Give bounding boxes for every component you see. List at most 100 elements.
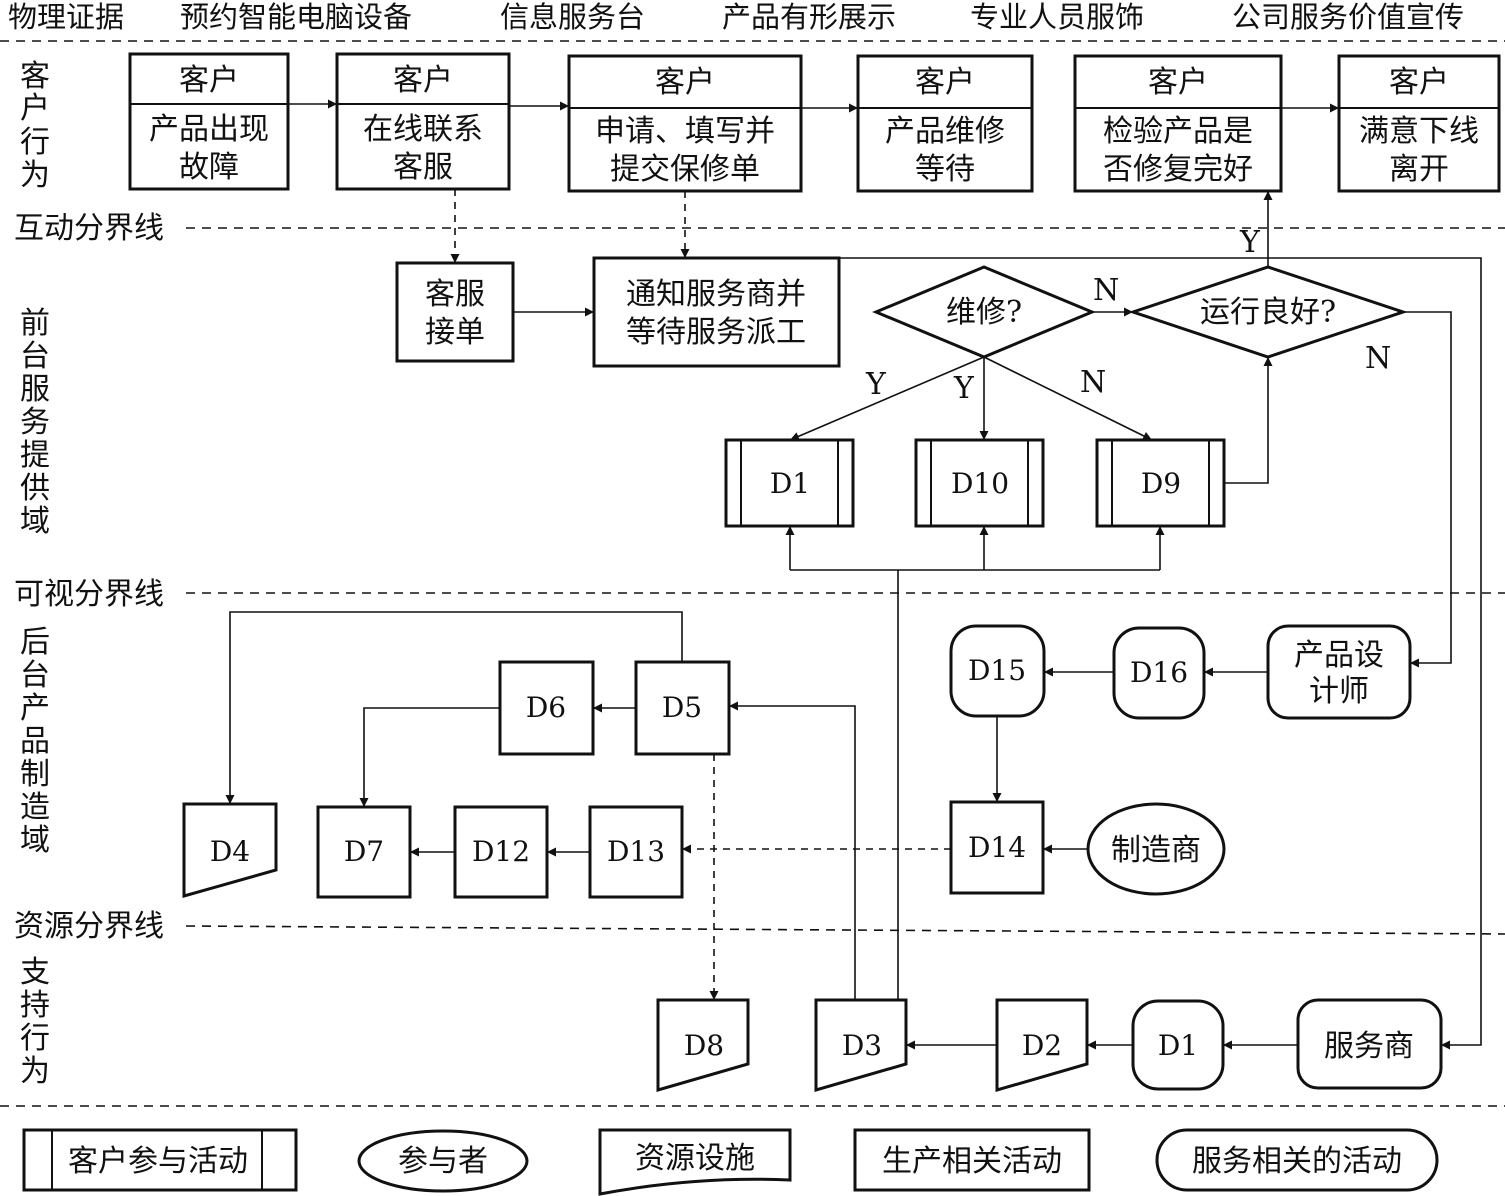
front-d9-label: D9 [1141, 467, 1181, 500]
step-text: 满意下线 [1359, 114, 1479, 149]
lane-char: 产 [20, 691, 50, 726]
lane-char: 造 [20, 790, 50, 825]
lane-char: 行 [20, 1021, 50, 1056]
customer-step-5: 客户 检验产品是 否修复完好 [1073, 54, 1283, 193]
step-head: 客户 [179, 63, 239, 98]
step-head: 客户 [1389, 65, 1449, 100]
back-d16: D16 [1112, 626, 1206, 720]
step-text: 等待 [915, 152, 975, 187]
lane-char: 为 [20, 1054, 50, 1089]
designer-box: 产品设 计师 [1266, 624, 1412, 720]
step-head: 客户 [655, 65, 715, 100]
lane-char: 前 [20, 306, 50, 341]
front-d10-label: D10 [951, 467, 1009, 500]
customer-step-1: 客户 产品出现 故障 [128, 52, 290, 191]
lane-char: 务 [20, 405, 50, 440]
support-d3-label: D3 [842, 1029, 882, 1062]
designer-text: 计师 [1309, 674, 1369, 709]
decision-labels: N Y N Y Y N [865, 225, 1391, 406]
back-d7-label: D7 [344, 835, 384, 868]
lane-char: 服 [20, 372, 50, 407]
lane-char: 品 [20, 724, 50, 759]
back-d14: D14 [949, 800, 1045, 895]
step-text: 否修复完好 [1103, 152, 1253, 187]
support-d1-label: D1 [1158, 1029, 1198, 1062]
support-d1: D1 [1131, 999, 1225, 1091]
support-d2-label: D2 [1022, 1029, 1062, 1062]
maker-ellipse: 制造商 [1086, 802, 1226, 896]
legend-participant: 参与者 [357, 1129, 529, 1193]
legend-text: 客户参与活动 [68, 1144, 248, 1179]
resource-line-label: 资源分界线 [14, 909, 164, 944]
lane-char: 支 [20, 955, 50, 990]
back-d6-label: D6 [526, 691, 566, 724]
lane-label-customer: 客 户 行 为 [20, 59, 50, 193]
customer-step-6: 客户 满意下线 离开 [1337, 54, 1501, 193]
evidence-item: 预约智能电脑设备 [180, 0, 412, 34]
support-d2: D2 [995, 998, 1089, 1092]
back-flow-arrows [225, 611, 1268, 1000]
evidence-item: 专业人员服饰 [970, 0, 1144, 34]
back-d12-label: D12 [472, 835, 530, 868]
lane-char: 域 [20, 504, 50, 539]
legend-text: 参与者 [398, 1144, 488, 1179]
interaction-line-label: 互动分界线 [14, 211, 164, 246]
back-d6: D6 [498, 660, 595, 756]
resource-line [185, 925, 1505, 935]
legend-text: 生产相关活动 [882, 1144, 1062, 1179]
back-d14-label: D14 [968, 831, 1026, 864]
lane-label-back: 后 台 产 品 制 造 域 [20, 625, 50, 858]
step-text: 提交保修单 [610, 152, 760, 187]
evidence-item: 公司服务价值宣传 [1232, 0, 1464, 34]
legend-service: 服务相关的活动 [1155, 1128, 1439, 1192]
running-decision-text: 运行良好? [1200, 295, 1336, 330]
back-d15-label: D15 [968, 654, 1026, 687]
physical-evidence-row: 物理证据 预约智能电脑设备 信息服务台 产品有形展示 专业人员服饰 公司服务价值… [8, 0, 1464, 34]
back-d13: D13 [588, 805, 684, 899]
support-d8-label: D8 [684, 1029, 724, 1062]
lane-label-support: 支 持 行 为 [20, 955, 50, 1089]
legend-resource: 资源设施 [598, 1128, 792, 1196]
lane-char: 行 [20, 125, 50, 160]
lane-char: 户 [20, 91, 50, 126]
no-label: N [1080, 365, 1106, 400]
step-text: 产品维修 [885, 114, 1005, 149]
lane-char: 域 [20, 823, 50, 858]
running-decision: 运行良好? [1128, 265, 1408, 359]
evidence-item: 信息服务台 [500, 0, 645, 34]
notify-text: 通知服务商并 [626, 277, 806, 312]
no-label: N [1093, 273, 1119, 308]
maker-text: 制造商 [1111, 833, 1201, 868]
step-head: 客户 [393, 63, 453, 98]
legend-text: 资源设施 [635, 1141, 755, 1176]
step-text: 客服 [393, 150, 453, 185]
step-text: 在线联系 [363, 112, 483, 147]
lane-char: 台 [20, 339, 50, 374]
lane-char: 客 [20, 59, 50, 94]
step-text: 故障 [179, 150, 239, 185]
kefu-box: 客服 接单 [395, 261, 515, 363]
front-flow-arrows [450, 189, 1482, 1050]
back-d4-label: D4 [210, 835, 250, 868]
lane-char: 提 [20, 438, 50, 473]
yes-label: Y [1239, 225, 1261, 260]
visibility-line-label: 可视分界线 [14, 577, 164, 612]
notify-box: 通知服务商并 等待服务派工 [592, 256, 841, 368]
customer-flow-arrows [288, 99, 1339, 113]
no-label: N [1365, 341, 1391, 376]
back-d5: D5 [634, 660, 731, 756]
customer-step-3: 客户 申请、填写并 提交保修单 [567, 54, 803, 193]
lane-char: 台 [20, 658, 50, 693]
front-d9: D9 [1095, 438, 1226, 528]
legend-customer-activity: 客户参与活动 [22, 1128, 298, 1192]
legend-text: 服务相关的活动 [1192, 1144, 1402, 1179]
lane-char: 持 [20, 988, 50, 1023]
lane-char: 供 [20, 471, 50, 506]
customer-step-2: 客户 在线联系 客服 [335, 52, 511, 191]
kefu-text: 接单 [425, 315, 485, 350]
back-d13-label: D13 [607, 835, 665, 868]
support-d3: D3 [814, 998, 908, 1092]
back-d15: D15 [949, 624, 1046, 718]
front-d10: D10 [914, 438, 1045, 528]
step-text: 产品出现 [149, 112, 269, 147]
